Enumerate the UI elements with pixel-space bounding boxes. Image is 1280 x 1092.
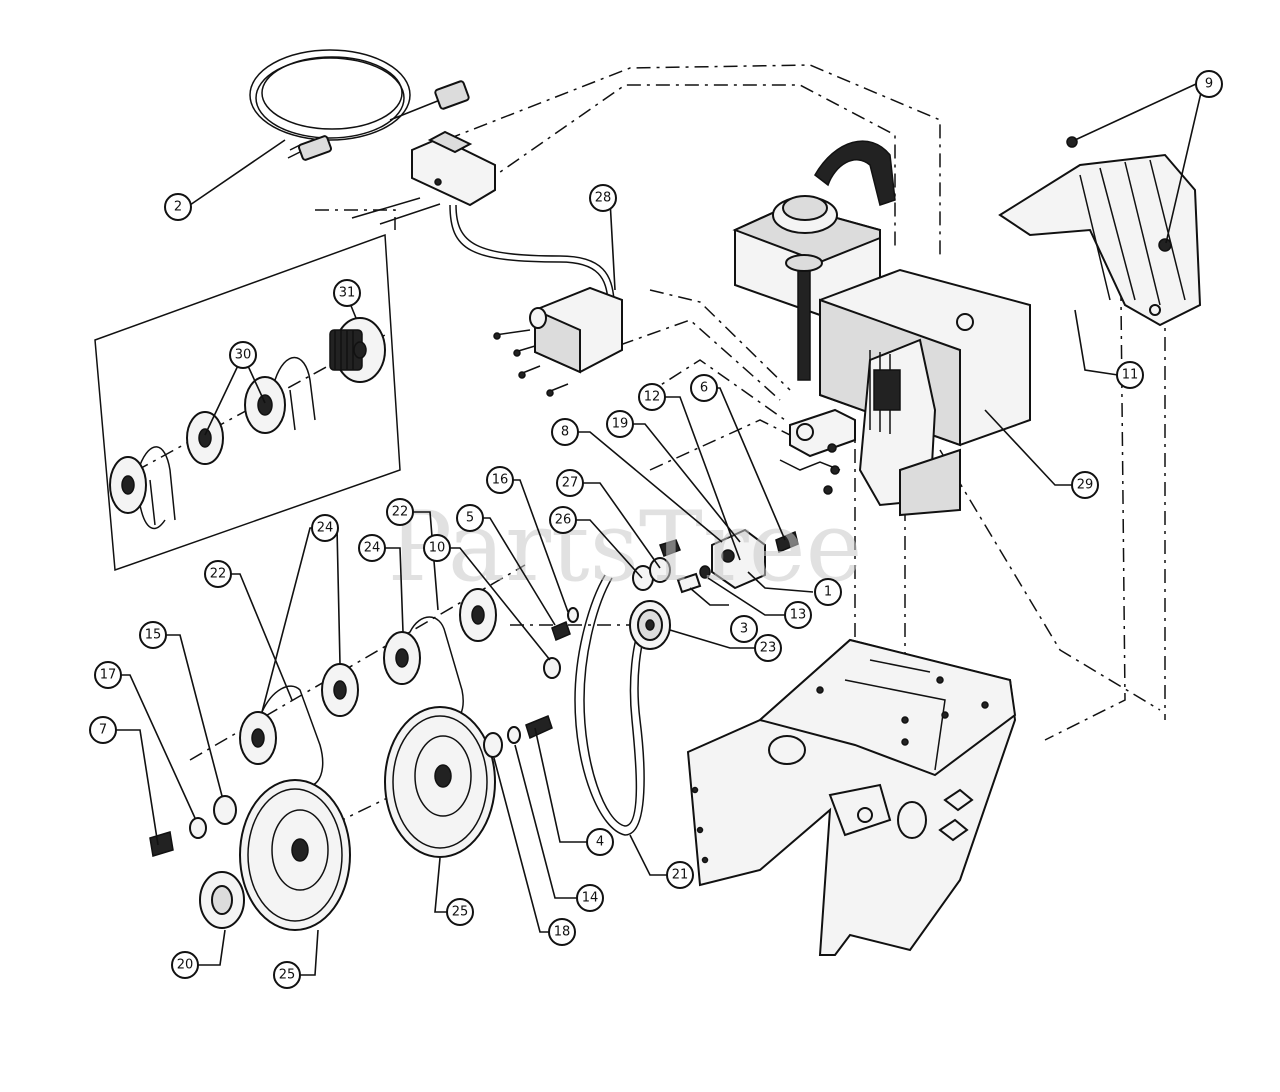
svg-text:25: 25 bbox=[279, 968, 296, 983]
svg-text:19: 19 bbox=[612, 417, 629, 432]
svg-text:13: 13 bbox=[790, 608, 807, 623]
callout-25-front: 25 bbox=[273, 961, 301, 989]
callout-19: 19 bbox=[606, 410, 634, 438]
callout-17: 17 bbox=[94, 661, 122, 689]
callout-22-rear: 22 bbox=[386, 498, 414, 526]
svg-text:2: 2 bbox=[174, 200, 182, 215]
callout-3: 3 bbox=[730, 615, 758, 643]
callout-7: 7 bbox=[89, 716, 117, 744]
svg-text:8: 8 bbox=[561, 425, 569, 440]
callout-13: 13 bbox=[784, 601, 812, 629]
svg-text:6: 6 bbox=[700, 381, 708, 396]
svg-text:11: 11 bbox=[1122, 368, 1139, 383]
extension-cord bbox=[249, 49, 470, 161]
callout-25-rear: 25 bbox=[446, 898, 474, 926]
callout-10: 10 bbox=[423, 534, 451, 562]
svg-text:20: 20 bbox=[177, 958, 194, 973]
svg-text:10: 10 bbox=[429, 541, 446, 556]
svg-text:28: 28 bbox=[595, 191, 612, 206]
callout-23: 23 bbox=[754, 634, 782, 662]
callout-6: 6 bbox=[690, 374, 718, 402]
callout-30: 30 bbox=[229, 341, 257, 369]
svg-text:22: 22 bbox=[392, 505, 409, 520]
starter-switch-box bbox=[351, 130, 623, 397]
svg-text:4: 4 bbox=[596, 835, 604, 850]
callout-2: 2 bbox=[164, 193, 192, 221]
svg-text:5: 5 bbox=[466, 511, 474, 526]
svg-text:23: 23 bbox=[760, 641, 777, 656]
callout-21: 21 bbox=[666, 861, 694, 889]
callout-16: 16 bbox=[486, 466, 514, 494]
front-pulley-set bbox=[149, 663, 359, 931]
watermark: PartsTree bbox=[388, 491, 863, 603]
callout-20: 20 bbox=[171, 951, 199, 979]
rear-pulley-set bbox=[383, 588, 579, 858]
callout-18: 18 bbox=[548, 918, 576, 946]
svg-text:31: 31 bbox=[339, 286, 356, 301]
frame-chassis bbox=[686, 638, 1017, 956]
svg-text:24: 24 bbox=[317, 521, 334, 536]
svg-text:25: 25 bbox=[452, 905, 469, 920]
svg-text:7: 7 bbox=[99, 723, 107, 738]
callout-26: 26 bbox=[549, 506, 577, 534]
svg-text:15: 15 bbox=[145, 628, 162, 643]
callout-31: 31 bbox=[333, 279, 361, 307]
svg-text:26: 26 bbox=[555, 513, 572, 528]
svg-text:21: 21 bbox=[672, 868, 689, 883]
callout-28: 28 bbox=[589, 184, 617, 212]
drive-belt-assembly bbox=[574, 528, 799, 836]
svg-text:30: 30 bbox=[235, 348, 252, 363]
auger-pulley-inset bbox=[94, 233, 401, 572]
callout-4: 4 bbox=[586, 828, 614, 856]
callout-12: 12 bbox=[638, 383, 666, 411]
callout-8: 8 bbox=[551, 418, 579, 446]
svg-text:14: 14 bbox=[582, 891, 599, 906]
svg-text:9: 9 bbox=[1205, 77, 1213, 92]
svg-text:29: 29 bbox=[1077, 478, 1094, 493]
svg-text:17: 17 bbox=[100, 668, 117, 683]
svg-text:1: 1 bbox=[824, 585, 832, 600]
callout-29: 29 bbox=[1071, 471, 1099, 499]
callout-5: 5 bbox=[456, 504, 484, 532]
callout-24-front: 24 bbox=[311, 514, 339, 542]
svg-text:12: 12 bbox=[644, 390, 661, 405]
svg-text:27: 27 bbox=[562, 476, 579, 491]
callout-22-front: 22 bbox=[204, 560, 232, 588]
svg-text:24: 24 bbox=[364, 541, 381, 556]
callout-1: 1 bbox=[814, 578, 842, 606]
svg-text:16: 16 bbox=[492, 473, 509, 488]
callout-14: 14 bbox=[576, 884, 604, 912]
svg-text:18: 18 bbox=[554, 925, 571, 940]
svg-text:3: 3 bbox=[740, 622, 748, 637]
svg-text:22: 22 bbox=[210, 567, 227, 582]
callout-24-rear: 24 bbox=[358, 534, 386, 562]
callout-15: 15 bbox=[139, 621, 167, 649]
engine-assembly bbox=[732, 140, 1031, 517]
callout-11: 11 bbox=[1116, 361, 1144, 389]
callout-27: 27 bbox=[556, 469, 584, 497]
belt-cover bbox=[998, 136, 1202, 327]
callout-9: 9 bbox=[1195, 70, 1223, 98]
